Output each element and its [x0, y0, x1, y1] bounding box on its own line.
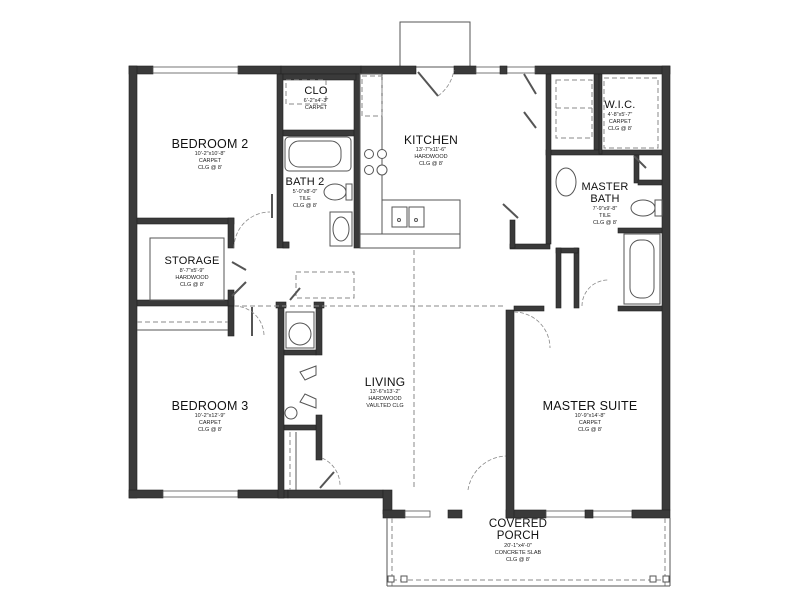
room-floor: HARDWOOD: [414, 153, 448, 160]
room-ceiling: CLG @ 8': [505, 556, 531, 563]
room-name-line2: PORCH: [496, 529, 540, 542]
room-label-wic: W.I.C. 4'-8"x5'-7" CARPET CLG @ 8': [604, 100, 635, 132]
room-label-covered-porch: COVERED PORCH 20'-1"x4'-0" CONCRETE SLAB…: [488, 518, 548, 563]
room-dimensions: 4'-8"x5'-7": [607, 111, 633, 118]
room-floor: CARPET: [198, 420, 222, 426]
room-dimensions: 7'-9"x9'-8": [592, 205, 618, 212]
room-ceiling: CLG @ 8': [179, 281, 205, 288]
room-ceiling: CLG @ 8': [577, 427, 603, 433]
room-dimensions: 6'-2"x4'-3": [303, 97, 329, 104]
room-name-line1: MASTER: [581, 181, 629, 193]
room-floor: CONCRETE SLAB: [494, 549, 542, 556]
room-dimensions: 8'-7"x5'-9": [179, 267, 205, 274]
room-name: KITCHEN: [403, 133, 459, 147]
room-name: CLO: [304, 85, 328, 97]
room-floor: HARDWOOD: [175, 274, 209, 281]
room-label-clo: CLO 6'-2"x4'-3" CARPET: [304, 86, 329, 111]
room-name: STORAGE: [164, 255, 220, 267]
exterior-walls: [128, 65, 671, 519]
room-floor: HARDWOOD: [368, 395, 402, 402]
room-floor: CARPET: [198, 158, 222, 164]
room-ceiling: CLG @ 8': [607, 125, 633, 132]
room-ceiling: CLG @ 8': [292, 202, 318, 209]
room-ceiling: CLG @ 8': [197, 165, 223, 171]
room-dimensions: 13'-6"x13'-2": [369, 388, 401, 395]
room-ceiling: VAULTED CLG: [366, 402, 404, 409]
room-name: W.I.C.: [604, 99, 636, 111]
room-name: LIVING: [364, 375, 406, 389]
room-name: MASTER SUITE: [542, 399, 638, 413]
room-label-master-suite: MASTER SUITE 10'-9"x14'-8" CARPET CLG @ …: [543, 400, 638, 434]
fixtures: [137, 73, 663, 490]
room-floor: CARPET: [578, 420, 602, 426]
room-name: BEDROOM 2: [171, 137, 249, 151]
rear-stoop: [399, 21, 471, 68]
room-floor: CARPET: [304, 104, 328, 111]
room-dimensions: 10'-2"x10'-8": [194, 151, 226, 157]
room-name-line1: COVERED: [488, 518, 548, 530]
porch: [386, 518, 671, 587]
room-label-kitchen: KITCHEN 13'-7"x11'-6" HARDWOOD CLG @ 8': [404, 134, 458, 167]
room-floor: TILE: [599, 212, 611, 219]
room-floor: CARPET: [608, 118, 632, 125]
room-dimensions: 20'-1"x4'-0": [504, 542, 532, 549]
room-ceiling: CLG @ 8': [418, 160, 444, 167]
room-ceiling: CLG @ 8': [197, 427, 223, 433]
room-label-storage: STORAGE 8'-7"x5'-9" HARDWOOD CLG @ 8': [165, 256, 220, 288]
room-dimensions: 10'-2"x12'-9": [194, 413, 226, 419]
room-name-line2: BATH: [590, 193, 620, 205]
room-floor: TILE: [299, 195, 311, 202]
room-label-master-bath: MASTER BATH 7'-9"x9'-8" TILE CLG @ 8': [581, 182, 628, 226]
room-label-living: LIVING 13'-6"x13'-2" HARDWOOD VAULTED CL…: [365, 376, 406, 409]
doors: [231, 69, 647, 491]
room-name: BATH 2: [285, 176, 325, 188]
room-dimensions: 10'-9"x14'-8": [574, 413, 606, 419]
room-dimensions: 13'-7"x11'-6": [415, 146, 447, 153]
room-dimensions: 5'-0"x8'-0": [292, 188, 318, 195]
room-label-bedroom-2: BEDROOM 2 10'-2"x10'-8" CARPET CLG @ 8': [172, 138, 249, 172]
room-label-bath-2: BATH 2 5'-0"x8'-0" TILE CLG @ 8': [286, 177, 325, 209]
room-ceiling: CLG @ 8': [592, 219, 618, 226]
room-name: BEDROOM 3: [171, 399, 249, 413]
room-label-bedroom-3: BEDROOM 3 10'-2"x12'-9" CARPET CLG @ 8': [172, 400, 249, 434]
